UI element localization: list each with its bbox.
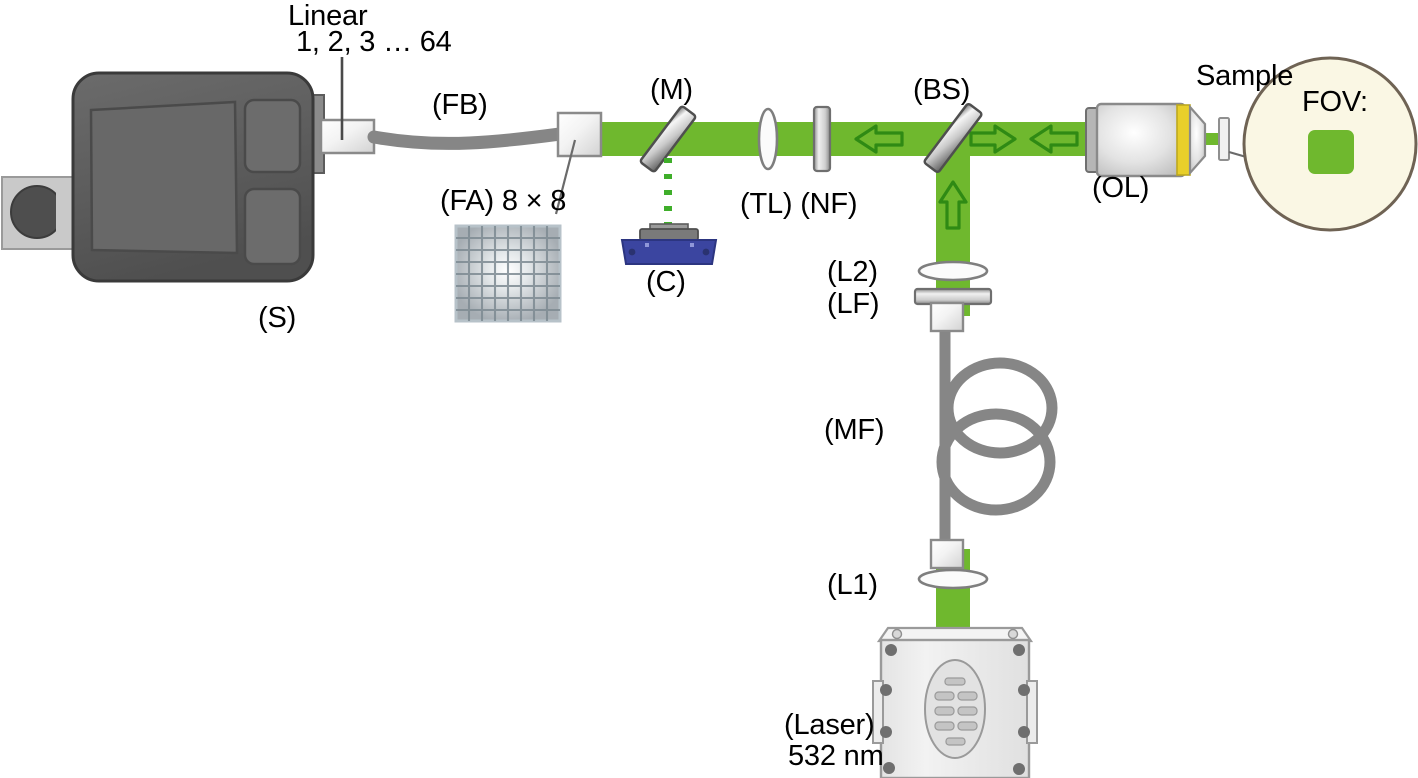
- label-linear: Linear: [288, 0, 368, 32]
- label-fov: FOV:: [1302, 86, 1368, 118]
- label-laser-line-filter: (LF): [827, 288, 880, 320]
- laser-screw-bottom-right: [1013, 763, 1025, 775]
- fiber-array-leader-line: [554, 139, 577, 215]
- mf-bottom-connector: [929, 538, 965, 570]
- laser-line-filter: [913, 287, 993, 306]
- sample-slide-body: [1218, 117, 1230, 161]
- arrow-left-collection: [1029, 124, 1079, 154]
- spectrometer-port-circle: [10, 185, 64, 239]
- label-laser: (Laser): [784, 709, 875, 741]
- label-lens-1: (L1): [827, 569, 878, 601]
- laser-screw-low-left: [880, 726, 892, 738]
- laser-screw-low-right: [1018, 726, 1030, 738]
- spectrometer-lower-button-panel: [243, 187, 302, 266]
- field-of-view-inset: [1242, 56, 1418, 232]
- objective-yellow-band: [1176, 104, 1191, 176]
- laser-top-plate: [876, 626, 1034, 643]
- beam-splitter: [923, 102, 983, 174]
- arrow-up-excitation: [938, 180, 968, 230]
- mf-top-connector: [929, 301, 965, 333]
- spectrometer: [1, 71, 376, 283]
- objective-nose-cone: [1188, 104, 1207, 176]
- label-tube-lens-notch-filter: (TL) (NF): [740, 188, 858, 220]
- laser-screw-mid-left: [880, 684, 892, 696]
- camera-indicator-left: [645, 243, 649, 247]
- camera-mount-screw-right: [702, 248, 710, 256]
- label-sample: Sample: [1196, 60, 1294, 92]
- label-fiber-bundle: (FB): [432, 89, 488, 121]
- label-objective-lens: (OL): [1092, 172, 1150, 204]
- label-laser-wavelength: 532 nm: [788, 740, 884, 772]
- objective-lens: [1085, 102, 1207, 178]
- label-multimode-fiber: (MF): [824, 414, 885, 446]
- label-lens-2: (L2): [827, 256, 878, 288]
- laser-screw-mid-right: [1018, 684, 1030, 696]
- camera-indicator-right: [690, 243, 694, 247]
- fov-green-square: [1308, 130, 1354, 174]
- label-spectrometer: (S): [258, 302, 297, 334]
- fiber-array-grid: [454, 224, 562, 323]
- label-camera: (C): [646, 266, 686, 298]
- fiber-coil-upper: [942, 357, 1058, 459]
- laser-side-tab-left: [872, 680, 884, 744]
- fiber-bundle-cable: [367, 127, 567, 150]
- spectrometer-upper-button-panel: [243, 98, 302, 174]
- camera: [620, 223, 718, 265]
- laser-plate-bolt-right: [1007, 628, 1019, 640]
- spectrometer-fiber-connector: [319, 118, 376, 155]
- label-mirror: (M): [650, 74, 693, 106]
- camera-body: [620, 239, 718, 265]
- arrow-left-detection: [854, 124, 904, 154]
- label-beam-splitter: (BS): [913, 74, 971, 106]
- arrow-right-excitation: [969, 124, 1017, 154]
- laser-source: [872, 626, 1038, 778]
- sample-slide: [1218, 117, 1230, 161]
- tube-lens: [757, 107, 779, 171]
- label-channel-numbers: 1, 2, 3 … 64: [296, 26, 452, 58]
- lens-1: [917, 568, 989, 590]
- camera-lens-mount: [639, 228, 699, 241]
- lens-2: [917, 260, 989, 282]
- beam-arrow-group: [854, 124, 1079, 230]
- laser-control-panel: [924, 659, 986, 759]
- fiber-coil-lower: [936, 408, 1056, 516]
- laser-screw-bottom-left: [883, 762, 895, 774]
- laser-screw-top-right: [1013, 644, 1025, 656]
- notch-filter: [812, 105, 832, 173]
- laser-control-buttons: [934, 677, 978, 746]
- laser-plate-bolt-left: [891, 628, 903, 640]
- spectrometer-display-panel: [89, 100, 239, 255]
- mirror: [639, 105, 697, 173]
- fiber-bundle-path: [367, 127, 567, 150]
- label-fiber-array: (FA) 8 × 8: [440, 185, 567, 217]
- laser-side-tab-right: [1026, 680, 1038, 744]
- camera-mount-screw-left: [628, 248, 636, 256]
- mirror-plate: [639, 105, 697, 173]
- fiber-array-connector: [556, 111, 603, 158]
- laser-screw-top-left: [885, 644, 897, 656]
- multimode-fiber: [929, 301, 1058, 570]
- objective-barrel: [1095, 102, 1187, 178]
